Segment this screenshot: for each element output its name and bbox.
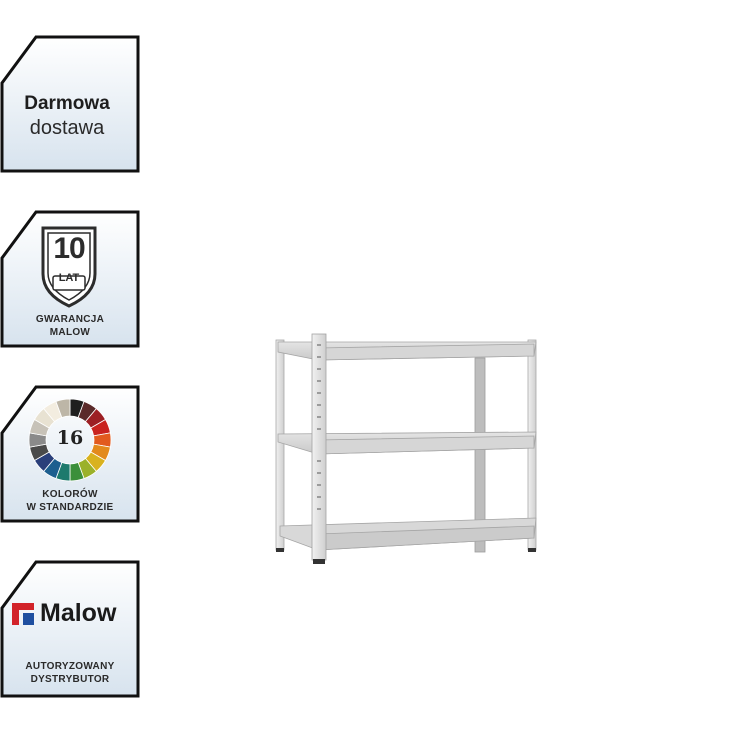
distributor-label: AUTORYZOWANY (25, 661, 115, 672)
distributor-badge: Malow AUTORYZOWANY DYSTRYBUTOR (0, 560, 140, 698)
distributor-sublabel: DYSTRYBUTOR (30, 674, 110, 685)
badge-frame (0, 35, 140, 173)
color-swatch (55, 398, 71, 418)
free-shipping-subtitle: dostawa (29, 117, 105, 139)
color-wheel-icon (28, 398, 112, 482)
colors-count: 16 (56, 427, 84, 449)
warranty-badge: 10 LAT GWARANCJA MALOW (0, 210, 140, 348)
shield-icon (41, 226, 97, 308)
warranty-years: 10 (53, 232, 85, 265)
colors-label: KOLORÓW (42, 489, 98, 500)
warranty-brand: MALOW (49, 327, 91, 338)
badge-frame (0, 560, 140, 698)
colors-sublabel: W STANDARDZIE (26, 502, 114, 513)
warranty-label: GWARANCJA (35, 314, 105, 325)
free-shipping-title: Darmowa (24, 93, 110, 114)
colors-badge: 16 KOLORÓW W STANDARDZIE (0, 385, 140, 523)
malow-logo-icon (12, 603, 34, 625)
free-shipping-badge: Darmowa dostawa (0, 35, 140, 173)
malow-logo-text: Malow (40, 599, 117, 627)
warranty-unit: LAT (58, 272, 80, 284)
shelving-unit-image (275, 333, 537, 564)
